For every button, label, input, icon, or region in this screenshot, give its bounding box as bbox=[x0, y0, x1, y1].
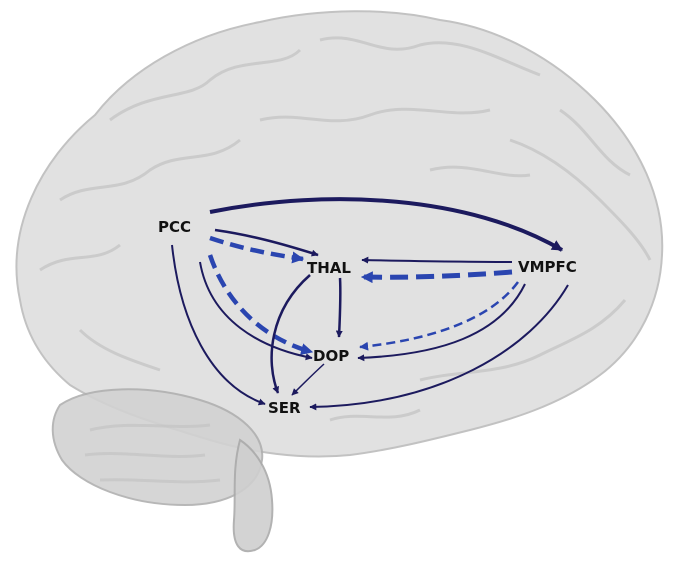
edge-dop-ser bbox=[291, 363, 325, 396]
edge-vmpfc-ser bbox=[309, 284, 569, 411]
node-ser: SER bbox=[268, 399, 301, 417]
edge-pcc-dop-solid bbox=[199, 261, 313, 361]
node-vmpfc: VMPFC bbox=[518, 258, 577, 276]
node-dop: DOP bbox=[313, 347, 349, 365]
edge-pcc-thal-dashed bbox=[209, 235, 305, 264]
edge-pcc-thal-solid bbox=[214, 228, 319, 257]
edge-pcc-dop-dashed bbox=[207, 254, 314, 355]
brainstem-outline bbox=[232, 438, 274, 553]
brain-silhouette bbox=[15, 10, 664, 553]
node-labels: PCC THAL VMPFC DOP SER bbox=[158, 218, 577, 417]
node-thal: THAL bbox=[307, 259, 351, 277]
edge-vmpfc-dop-solid bbox=[357, 283, 526, 362]
edge-thal-ser bbox=[270, 274, 311, 394]
edge-vmpfc-dop-dashed bbox=[359, 281, 520, 351]
edge-pcc-vmpfc bbox=[209, 197, 564, 252]
edge-pcc-ser bbox=[171, 244, 266, 406]
node-pcc: PCC bbox=[158, 218, 191, 236]
edge-thal-dop bbox=[335, 277, 343, 338]
gyri-texture bbox=[39, 36, 652, 484]
edges bbox=[171, 197, 569, 411]
edge-vmpfc-thal-dashed bbox=[360, 269, 513, 284]
edge-vmpfc-thal-solid bbox=[361, 256, 513, 264]
